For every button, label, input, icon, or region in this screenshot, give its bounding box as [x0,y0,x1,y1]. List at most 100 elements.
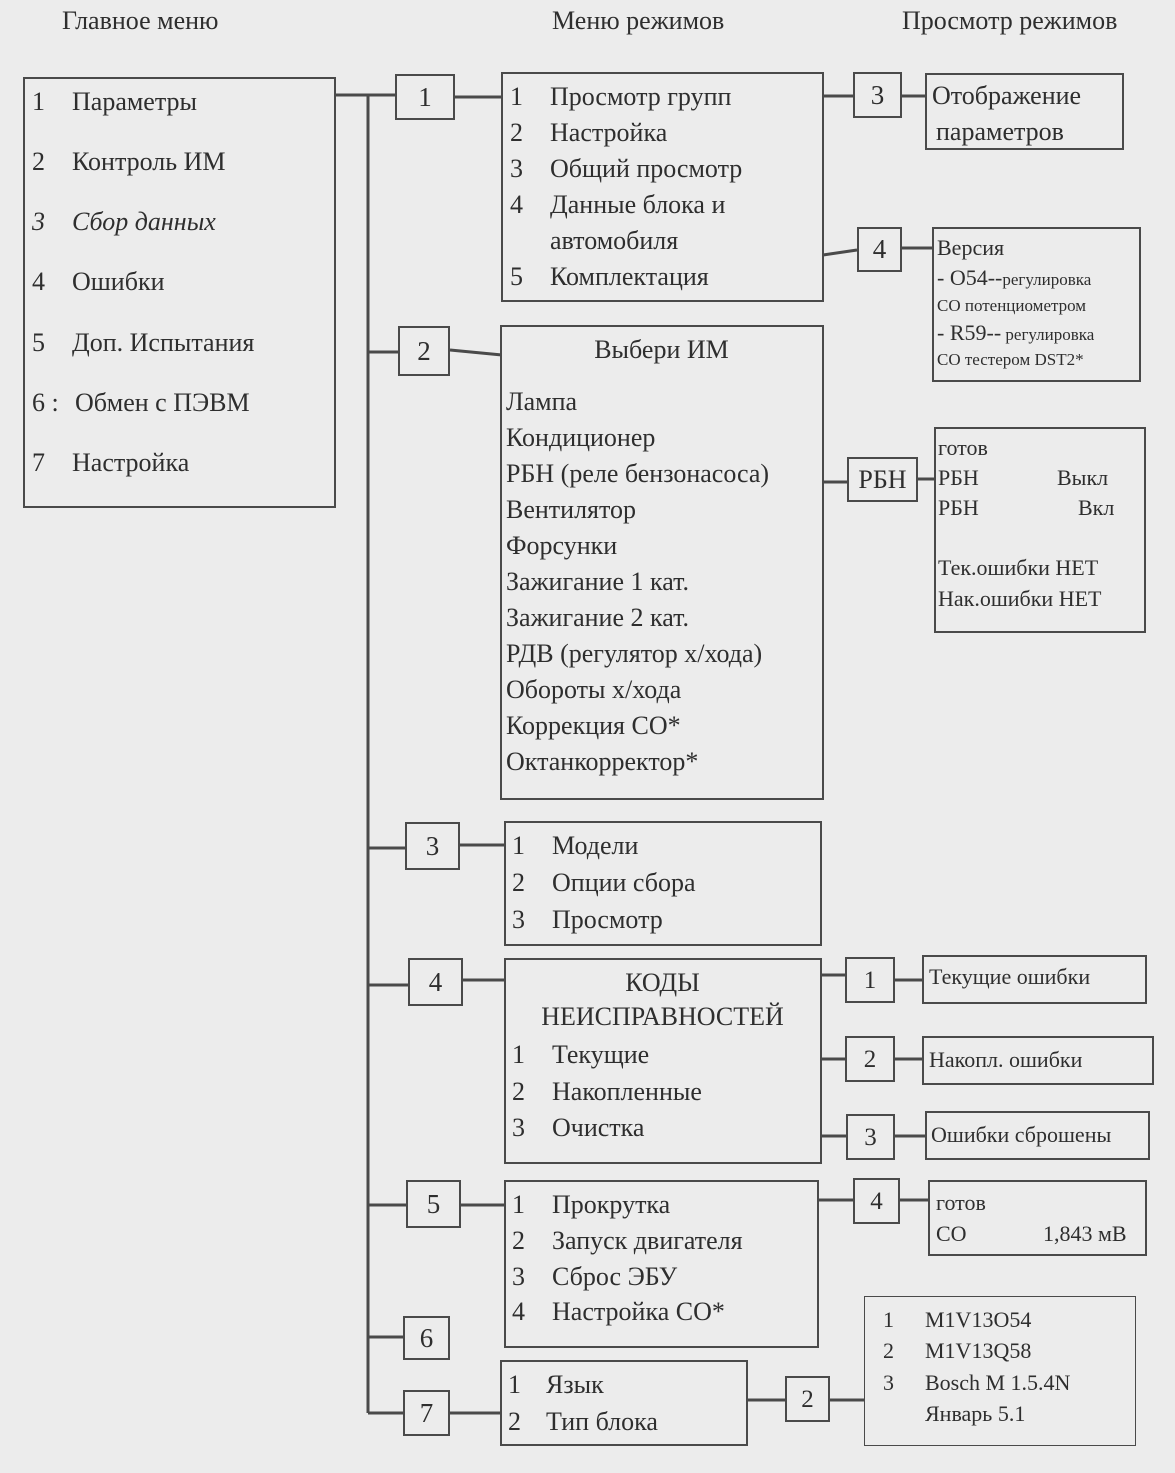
item-label: Сброс ЭБУ [552,1262,678,1291]
item-number: 1 [512,1040,525,1069]
version-line-1: - O54--регулировка [937,267,1091,289]
item-label: Просмотр [552,905,663,934]
setup-node-2[interactable]: 2 [785,1376,830,1422]
actuator-item-ac[interactable]: Кондиционер [506,423,656,452]
item-number: 1 [510,82,523,111]
version-box: Версия - O54--регулировка CO потенциомет… [932,227,1141,382]
item-label: Ошибки [72,267,165,296]
item-number: 4 [512,1297,525,1326]
parameters-menu-box: 1 Просмотр групп 2 Настройка 3 Общий про… [501,72,824,302]
view-node-3[interactable]: 3 [853,72,902,118]
test-node-4[interactable]: 4 [853,1178,900,1224]
item-number: 7 [32,448,45,477]
actuator-item-fuel-pump-relay[interactable]: РБН (реле бензонасоса) [506,459,770,488]
accumulated-errors-box: Накопл. ошибки [922,1036,1154,1085]
rbn-row-2-label: РБН [938,495,979,520]
main-node-7[interactable]: 7 [403,1390,450,1436]
version-line-3-code: - R59-- [937,320,1002,345]
error-node-3[interactable]: 3 [846,1114,895,1160]
item-label: Модели [552,831,639,860]
accumulated-errors-label: Накопл. ошибки [929,1047,1083,1072]
tests-menu-box: 1 Прокрутка 2 Запуск двигателя 3 Сброс Э… [504,1180,819,1348]
item-label: автомобиля [550,226,679,255]
item-label: M1V13O54 [925,1307,1032,1332]
actuator-item-fan[interactable]: Вентилятор [506,495,637,524]
rbn-ready: готов [938,435,988,460]
main-node-4[interactable]: 4 [408,958,463,1006]
item-label: Настройка [550,118,668,147]
item-label: Просмотр групп [550,82,732,111]
co-ready: готов [936,1190,986,1215]
error-node-2[interactable]: 2 [845,1036,895,1082]
item-number: 5 [510,262,523,291]
main-node-6[interactable]: 6 [403,1316,450,1360]
item-label: Настройка [72,448,190,477]
rbn-row-1-value: Выкл [1057,465,1109,490]
item-number: 3 [512,1262,525,1291]
rbn-status-box: готов РБН Выкл РБН Вкл Тек.ошибки НЕТ На… [934,427,1146,633]
rbn-node[interactable]: РБН [847,457,918,502]
item-number: 3 [510,154,523,183]
item-label: Текущие [552,1040,650,1069]
actuator-item-injectors[interactable]: Форсунки [506,531,618,560]
actuator-item-idle-speed[interactable]: Обороты х/хода [506,675,682,704]
main-node-1[interactable]: 1 [395,74,455,120]
block-types-box: 1 M1V13O54 2 M1V13Q58 3 Bosch M 1.5.4N Я… [864,1296,1136,1446]
co-label: CO [936,1221,967,1246]
item-number: 2 [883,1338,894,1363]
actuator-item-ignition-1[interactable]: Зажигание 1 кат. [506,567,690,596]
item-label: Доп. Испытания [72,328,255,357]
item-number: 2 [512,868,525,897]
item-number: 1 [32,87,45,116]
display-params-line-1: Отображение [932,81,1082,110]
version-line-1-code: - O54-- [937,265,1003,290]
item-label: Обмен с ПЭВМ [75,388,250,417]
error-node-1[interactable]: 1 [845,957,895,1003]
rbn-row-2-value: Вкл [1078,495,1115,520]
setup-menu-box: 1 Язык 2 Тип блока [500,1360,748,1446]
version-title: Версия [937,235,1005,260]
item-label: Язык [546,1370,604,1399]
item-number: 1 [512,831,525,860]
item-label: Январь 5.1 [925,1401,1026,1426]
main-node-2[interactable]: 2 [398,326,450,376]
item-label: Сбор данных [72,207,216,236]
item-number: 6 : [32,388,59,417]
co-value: 1,843 мВ [1043,1221,1127,1246]
main-node-3[interactable]: 3 [405,822,460,870]
item-number: 4 [510,190,523,219]
item-number: 1 [883,1307,894,1332]
current-errors-box: Текущие ошибки [922,955,1147,1004]
version-line-2: CO потенциометром [937,296,1087,315]
item-label: Прокрутка [552,1190,671,1219]
item-label: Комплектация [550,262,709,291]
version-line-1-text: регулировка [1002,270,1092,289]
actuator-item-lamp[interactable]: Лампа [506,387,578,416]
item-label: Тип блока [546,1407,658,1436]
view-node-4[interactable]: 4 [857,227,902,272]
item-label: Общий просмотр [550,154,743,183]
item-label: Контроль ИМ [72,147,226,176]
main-menu-box: 1 Параметры 2 Контроль ИМ 3 Сбор данных … [23,77,336,508]
modes-view-header: Просмотр режимов [902,6,1118,35]
version-line-3: - R59-- регулировка [937,322,1094,344]
item-number: 1 [512,1190,525,1219]
item-number: 3 [512,905,525,934]
item-label: Очистка [552,1113,645,1142]
actuator-menu-box: Выбери ИМ Лампа Кондиционер РБН (реле бе… [500,325,824,800]
item-label: Накопленные [552,1077,702,1106]
actuator-item-idle-regulator[interactable]: РДВ (регулятор х/хода) [506,639,763,668]
display-params-box: Отображение параметров [925,73,1124,150]
current-errors-label: Текущие ошибки [929,964,1091,989]
cleared-errors-label: Ошибки сброшены [931,1122,1112,1147]
collect-menu-box: 1 Модели 2 Опции сбора 3 Просмотр [504,821,822,946]
item-number: 3 [512,1113,525,1142]
actuator-item-co-correction[interactable]: Коррекция СО* [506,711,681,740]
main-menu-header: Главное меню [62,6,219,35]
actuator-item-ignition-2[interactable]: Зажигание 2 кат. [506,603,690,632]
actuator-item-octane-corrector[interactable]: Октанкорректор* [506,747,699,776]
main-node-5[interactable]: 5 [406,1180,461,1228]
cleared-errors-box: Ошибки сброшены [925,1111,1150,1160]
modes-menu-header: Меню режимов [552,6,725,35]
